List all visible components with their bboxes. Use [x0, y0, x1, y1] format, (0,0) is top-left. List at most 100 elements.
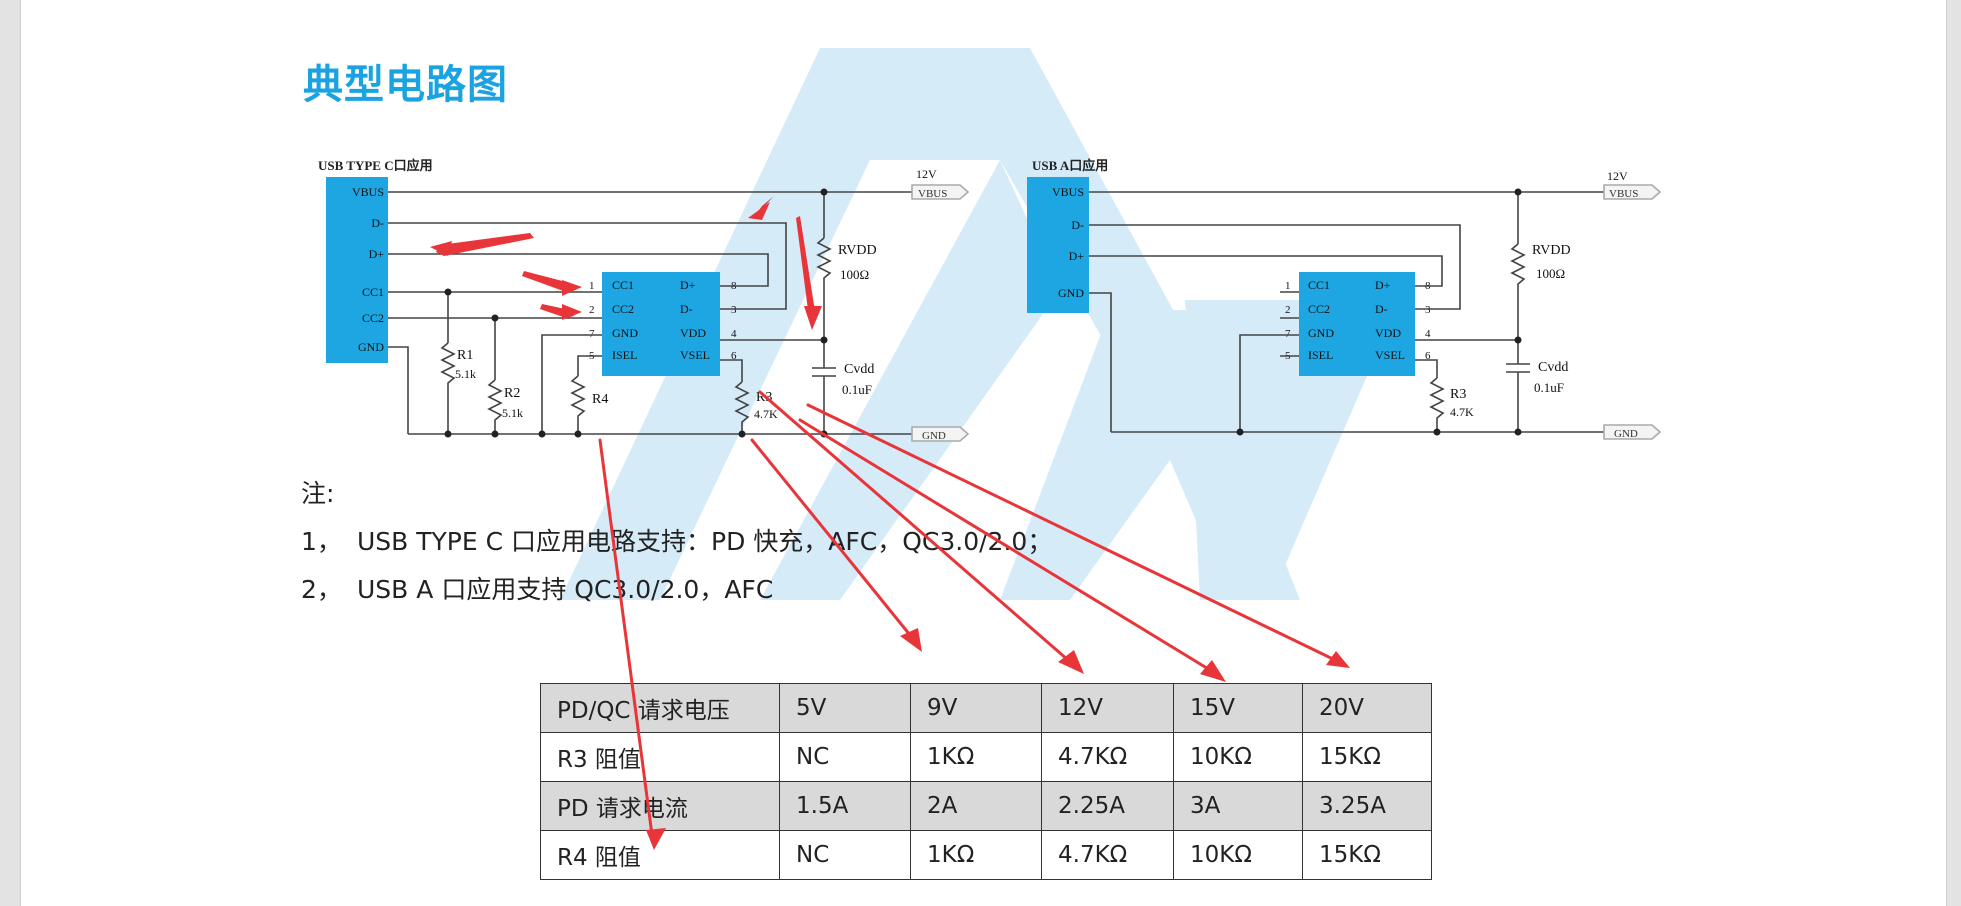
cvdd-label: Cvdd: [1538, 360, 1568, 375]
table-cell: 10KΩ: [1173, 830, 1303, 880]
r2-label: R2: [504, 386, 520, 401]
ic-pin-label: D-: [1375, 302, 1388, 316]
viewer-right-margin: [1946, 0, 1961, 906]
charger-ic: [1299, 272, 1415, 376]
ic-pin-label: VSEL: [680, 348, 710, 362]
table-cell: NC: [779, 830, 911, 880]
notes-heading: 注:: [301, 479, 335, 508]
table-cell: 15KΩ: [1302, 732, 1432, 782]
ic-pin-number: 7: [589, 328, 595, 340]
ic-pin-number: 3: [1425, 304, 1431, 316]
note-number: 2，: [301, 575, 342, 604]
ic-pin-label: ISEL: [612, 348, 637, 362]
table-cell: 4.7KΩ: [1041, 732, 1174, 782]
right-circuit: USB A口应用 VBUS D- D+ GND CC1 CC2 GND ISEL…: [1027, 158, 1662, 440]
r3-label: R3: [1450, 387, 1466, 402]
table-cell: R4 阻值: [540, 830, 780, 880]
ic-pin-label: GND: [612, 326, 638, 340]
connector-pin-label: CC1: [362, 285, 384, 299]
vbus-tag: VBUS: [918, 188, 947, 200]
table-row: R4 阻值 NC 1KΩ 4.7KΩ 10KΩ 15KΩ: [540, 830, 1432, 880]
usb-c-connector: [326, 177, 388, 363]
rvdd-label: RVDD: [1532, 243, 1571, 258]
table-cell: 2.25A: [1041, 781, 1174, 831]
note-text: USB A 口应用支持 QC3.0/2.0，AFC: [357, 575, 774, 604]
connector-pin-label: CC2: [362, 311, 384, 325]
table-cell: 12V: [1041, 683, 1174, 733]
connector-pin-label: D-: [371, 216, 384, 230]
table-cell: PD 请求电流: [540, 781, 780, 831]
r1-value: 5.1k: [455, 367, 476, 381]
table-row: PD 请求电流 1.5A 2A 2.25A 3A 3.25A: [540, 781, 1432, 831]
cvdd-value: 0.1uF: [1534, 380, 1564, 395]
table-cell: 3A: [1173, 781, 1303, 831]
connector-pin-label: VBUS: [352, 185, 384, 199]
rvdd-value: 100Ω: [1536, 266, 1565, 281]
ic-pin-label: D+: [1375, 278, 1391, 292]
table-row: R3 阻值 NC 1KΩ 4.7KΩ 10KΩ 15KΩ: [540, 732, 1432, 782]
table-cell: 10KΩ: [1173, 732, 1303, 782]
viewer-left-margin: [0, 0, 21, 906]
table-cell: 5V: [779, 683, 911, 733]
notes-section: 注: 1， USB TYPE C 口应用电路支持：PD 快充，AFC，QC3.0…: [301, 470, 1052, 614]
r3-value: 4.7K: [1450, 405, 1474, 419]
ic-pin-label: D-: [680, 302, 693, 316]
rvdd-label: RVDD: [838, 243, 877, 258]
connector-pin-label: D+: [1069, 249, 1085, 263]
table-cell: 1KΩ: [910, 732, 1042, 782]
table-cell: 20V: [1302, 683, 1432, 733]
note-text: USB TYPE C 口应用电路支持：PD 快充，AFC，QC3.0/2.0；: [357, 527, 1053, 556]
ic-pin-number: 4: [731, 328, 737, 340]
ic-pin-number: 2: [589, 304, 595, 316]
ic-pin-number: 6: [1425, 350, 1431, 362]
resistor-value-table: PD/QC 请求电压 5V 9V 12V 15V 20V R3 阻值 NC 1K…: [540, 683, 1432, 880]
charger-ic: [602, 272, 720, 376]
ic-pin-number: 4: [1425, 328, 1431, 340]
right-circuit-header: USB A口应用: [1032, 158, 1108, 173]
connector-pin-label: GND: [358, 340, 384, 354]
r1-label: R1: [457, 348, 473, 363]
r4-label: R4: [592, 392, 608, 407]
ic-pin-label: CC1: [612, 278, 634, 292]
table-row: PD/QC 请求电压 5V 9V 12V 15V 20V: [540, 683, 1432, 733]
gnd-tag: GND: [1614, 428, 1638, 440]
vbus-voltage-label: 12V: [1607, 169, 1628, 183]
ic-pin-label: VSEL: [1375, 348, 1405, 362]
ic-pin-number: 1: [589, 280, 595, 292]
vbus-tag: VBUS: [1609, 188, 1638, 200]
cvdd-label: Cvdd: [844, 362, 874, 377]
page-title: 典型电路图: [303, 62, 508, 108]
left-circuit: USB TYPE C口应用 VBUS D- D+ CC1 CC2 GND CC1…: [318, 158, 970, 442]
vbus-voltage-label: 12V: [916, 167, 937, 181]
gnd-tag: GND: [922, 430, 946, 442]
right-junctions: [1236, 188, 1522, 436]
ic-pin-label: ISEL: [1308, 348, 1333, 362]
note-item: 2， USB A 口应用支持 QC3.0/2.0，AFC: [301, 566, 1052, 614]
table-cell: 2A: [910, 781, 1042, 831]
rvdd-value: 100Ω: [840, 267, 869, 282]
cvdd-value: 0.1uF: [842, 382, 872, 397]
connector-pin-label: D+: [369, 247, 385, 261]
r3-label: R3: [756, 390, 772, 405]
ic-pin-label: VDD: [1375, 326, 1401, 340]
connector-pin-label: GND: [1058, 286, 1084, 300]
ic-pin-label: GND: [1308, 326, 1334, 340]
note-item: 1， USB TYPE C 口应用电路支持：PD 快充，AFC，QC3.0/2.…: [301, 518, 1052, 566]
table-cell: 15KΩ: [1302, 830, 1432, 880]
connector-pin-label: VBUS: [1052, 185, 1084, 199]
ic-pin-label: CC2: [612, 302, 634, 316]
note-number: 1，: [301, 527, 342, 556]
table-cell: NC: [779, 732, 911, 782]
left-junctions: [444, 188, 828, 438]
r2-value: 5.1k: [502, 406, 523, 420]
table-cell: R3 阻值: [540, 732, 780, 782]
ic-pin-label: CC2: [1308, 302, 1330, 316]
table-cell: 1KΩ: [910, 830, 1042, 880]
table-cell: 15V: [1173, 683, 1303, 733]
ic-pin-label: CC1: [1308, 278, 1330, 292]
r3-value: 4.7K: [754, 407, 778, 421]
left-circuit-header: USB TYPE C口应用: [318, 158, 433, 173]
table-cell: 4.7KΩ: [1041, 830, 1174, 880]
ic-pin-number: 1: [1285, 280, 1291, 292]
